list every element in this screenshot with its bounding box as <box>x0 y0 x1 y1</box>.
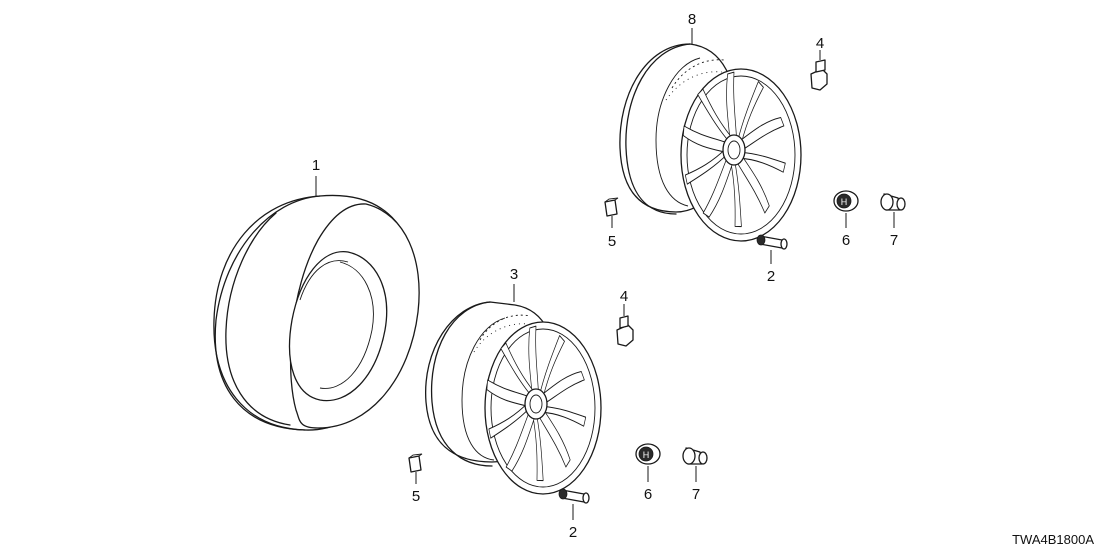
callout-upper-weight-clip: 4 <box>816 35 824 52</box>
lower-valve[interactable] <box>558 488 590 520</box>
upper-wheel[interactable] <box>619 28 802 242</box>
lower-center-cap[interactable]: H <box>635 443 661 482</box>
lower-wheel[interactable] <box>425 284 602 495</box>
upper-center-cap[interactable]: H <box>833 190 859 228</box>
upper-weight-clip[interactable] <box>810 50 828 91</box>
callout-upper-valve: 2 <box>767 268 775 285</box>
callout-lower-valve: 2 <box>569 524 577 541</box>
diagram-code: TWA4B1800A <box>1012 532 1094 547</box>
callout-upper-wheel: 8 <box>688 11 696 28</box>
svg-text:H: H <box>643 450 650 460</box>
tire[interactable] <box>213 176 420 431</box>
upper-lug-nut[interactable] <box>880 193 906 228</box>
svg-text:H: H <box>841 197 848 207</box>
callout-tire: 1 <box>312 157 320 174</box>
upper-weight-block[interactable] <box>604 197 619 228</box>
callout-lower-weight-clip: 4 <box>620 288 628 305</box>
callout-lower-lug-nut: 7 <box>692 486 700 503</box>
callout-upper-lug-nut: 7 <box>890 232 898 249</box>
lower-weight-clip[interactable] <box>616 304 634 347</box>
callout-upper-weight-block: 5 <box>608 233 616 250</box>
callout-lower-wheel: 3 <box>510 266 518 283</box>
lower-weight-block[interactable] <box>408 453 423 484</box>
callout-lower-weight-block: 5 <box>412 488 420 505</box>
callout-lower-center-cap: 6 <box>644 486 652 503</box>
upper-valve[interactable] <box>756 234 788 264</box>
callout-upper-center-cap: 6 <box>842 232 850 249</box>
lower-lug-nut[interactable] <box>682 447 708 482</box>
